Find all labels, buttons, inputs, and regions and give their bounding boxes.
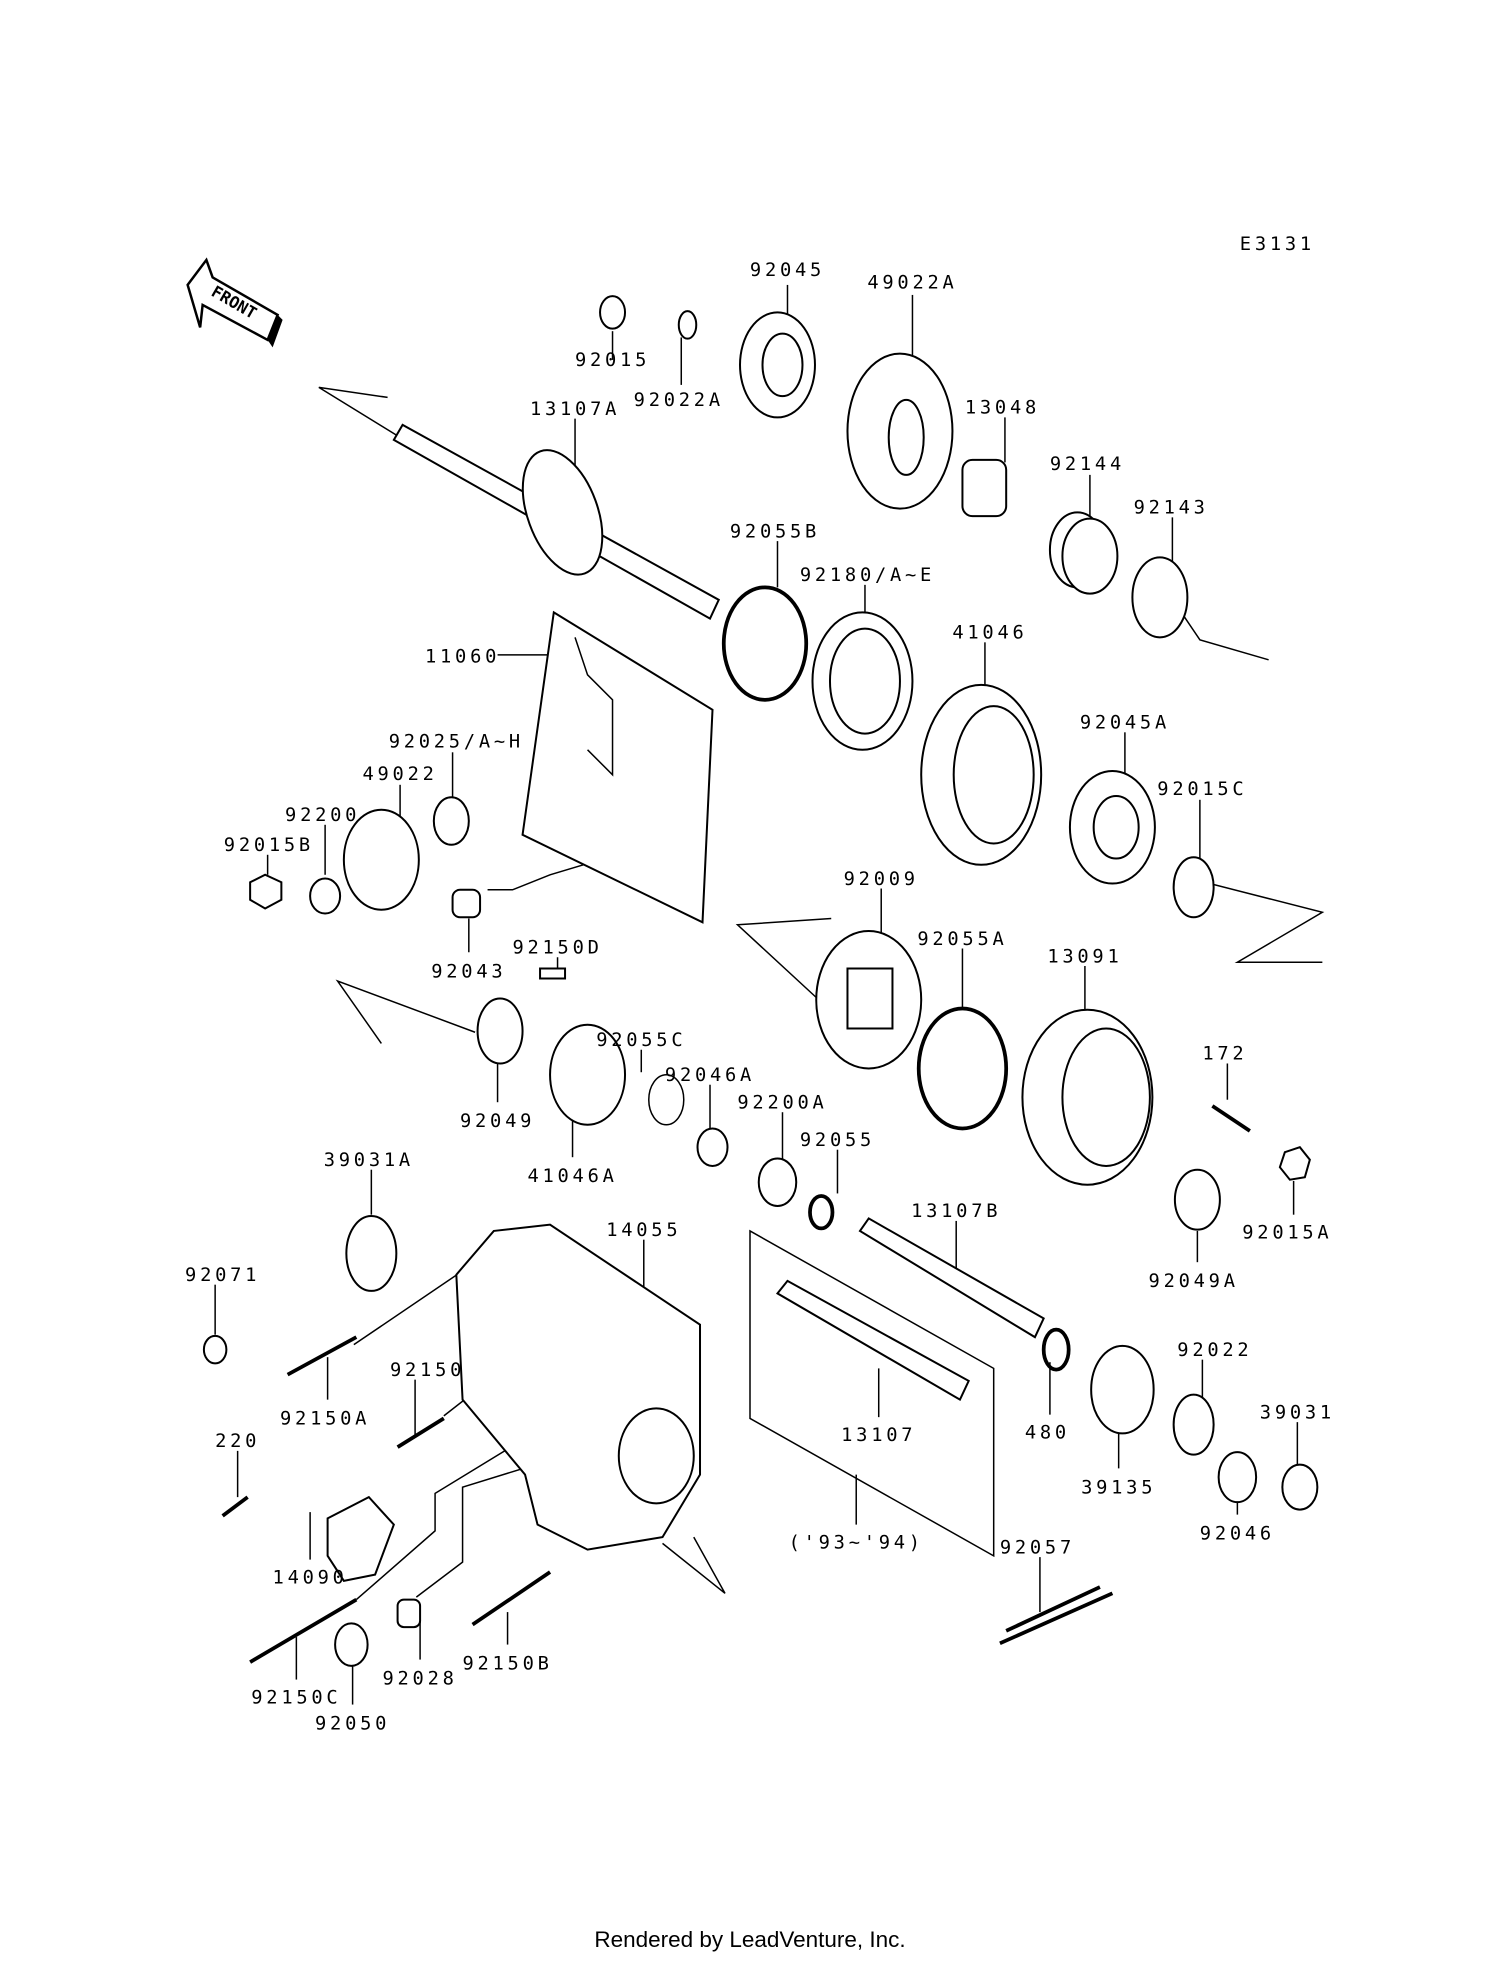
part-label[interactable]: 92009 [844,869,919,890]
part-label[interactable]: 41046A [527,1166,617,1187]
part-label[interactable]: 92015C [1157,779,1247,800]
part-label[interactable]: 41046 [952,623,1027,644]
year-range-label: ('93~'94) [789,1532,924,1553]
part-label[interactable]: 92055B [730,521,820,542]
part-label[interactable]: 220 [215,1431,260,1452]
part-label[interactable]: 480 [1025,1422,1070,1443]
part-label[interactable]: 172 [1202,1044,1247,1065]
part-label[interactable]: 92200 [285,805,360,826]
part-label[interactable]: 13107B [911,1201,1001,1222]
part-label[interactable]: 92046A [665,1065,755,1086]
part-label[interactable]: 92150D [512,938,602,959]
part-label[interactable]: 49022 [363,764,438,785]
part-label[interactable]: 13107 [841,1425,916,1446]
part-label[interactable]: 92150B [462,1654,552,1675]
part-label[interactable]: 92055A [917,929,1007,950]
part-label[interactable]: 92025/A~H [389,731,524,752]
part-label[interactable]: 92057 [1000,1537,1075,1558]
part-label[interactable]: 92055C [596,1030,686,1051]
footer-credit: Rendered by LeadVenture, Inc. [594,1927,905,1952]
part-label[interactable]: 92143 [1134,498,1209,519]
part-label[interactable]: 92015A [1242,1222,1332,1243]
part-label[interactable]: 92046 [1200,1524,1275,1545]
part-label[interactable]: 13107A [530,399,620,420]
part-label[interactable]: 92055 [800,1130,875,1151]
part-label[interactable]: 39135 [1081,1477,1156,1498]
part-label[interactable]: 92180/A~E [800,565,935,586]
part-label[interactable]: 92045 [750,260,825,281]
diagram-code: E3131 [1240,234,1315,255]
part-label[interactable]: 92045A [1080,713,1170,734]
part-label[interactable]: 14090 [273,1567,348,1588]
part-label[interactable]: 92022 [1177,1340,1252,1361]
part-label[interactable]: 92150A [280,1409,370,1430]
gasket-11060 [521,610,714,924]
part-label[interactable]: 39031A [324,1150,414,1171]
part-label[interactable]: 92028 [383,1669,458,1690]
part-label[interactable]: 92049 [460,1111,535,1132]
parts-shapes [202,295,1319,1667]
part-label[interactable]: 92015B [224,835,314,856]
part-label[interactable]: 92049A [1149,1271,1239,1292]
part-label[interactable]: 92150C [251,1687,341,1708]
part-labels: 92015 92022A 92045 49022A 13107A 13048 9… [185,260,1335,1735]
part-label[interactable]: 92200A [737,1092,827,1113]
part-label[interactable]: 39031 [1260,1402,1335,1423]
part-label[interactable]: 49022A [867,273,957,294]
part-label[interactable]: 11060 [425,646,500,667]
part-label[interactable]: 92071 [185,1265,260,1286]
part-label[interactable]: 14055 [606,1220,681,1241]
part-label[interactable]: 92022A [634,390,724,411]
part-label[interactable]: 92150 [390,1360,465,1381]
front-arrow-icon: FRONT [186,257,283,348]
part-label[interactable]: 92144 [1050,454,1125,475]
part-label[interactable]: 13091 [1047,946,1122,967]
part-label[interactable]: 13048 [965,398,1040,419]
part-label[interactable]: 92043 [431,961,506,982]
part-label[interactable]: 92050 [315,1714,390,1735]
part-label[interactable]: 92015 [575,350,650,371]
